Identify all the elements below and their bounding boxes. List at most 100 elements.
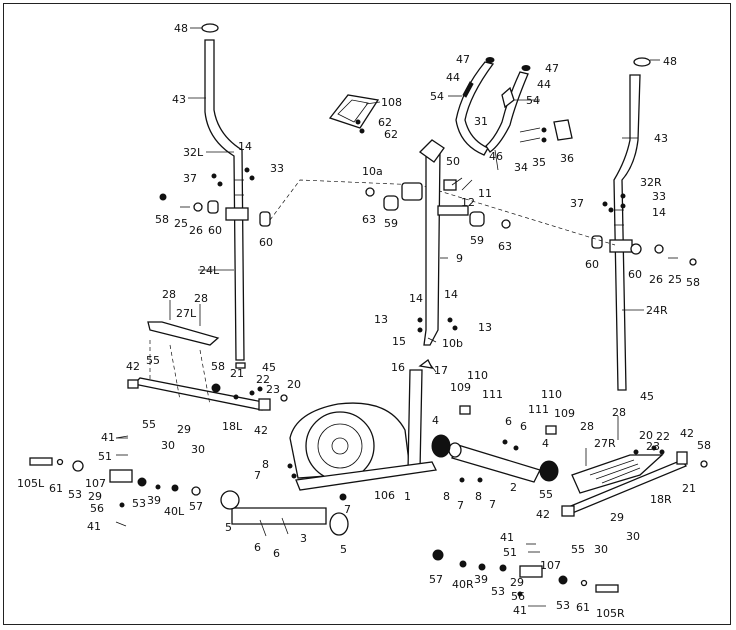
part-label: 105R xyxy=(596,607,625,620)
console xyxy=(328,94,380,134)
part-label: 47 xyxy=(456,53,470,66)
part-label: 58 xyxy=(211,360,225,373)
part-label: 43 xyxy=(654,132,668,145)
part-label: 6 xyxy=(505,415,512,428)
part-label: 41 xyxy=(513,604,527,617)
part-label: 14 xyxy=(444,288,458,301)
part-label: 53 xyxy=(491,585,505,598)
part-label: 110 xyxy=(467,369,488,382)
part-label: 29 xyxy=(177,423,191,436)
part-label: 28 xyxy=(580,420,594,433)
part-label: 23 xyxy=(646,440,660,453)
part-label: 55 xyxy=(146,354,160,367)
part-label: 6 xyxy=(254,541,261,554)
part-label: 7 xyxy=(489,498,496,511)
part-label: 56 xyxy=(511,590,525,603)
part-label: 59 xyxy=(384,217,398,230)
part-label: 61 xyxy=(576,601,590,614)
part-label: 20 xyxy=(639,429,653,442)
part-label: 41 xyxy=(101,431,115,444)
part-label: 4 xyxy=(542,437,549,450)
part-label: 29 xyxy=(510,576,524,589)
part-label: 62 xyxy=(378,116,392,129)
part-label: 41 xyxy=(500,531,514,544)
leader-lines xyxy=(116,27,660,439)
part-label: 27L xyxy=(176,307,197,320)
part-label: 6 xyxy=(520,420,527,433)
part-label: 21 xyxy=(682,482,696,495)
left-pedal-arm xyxy=(127,300,288,411)
part-label: 48 xyxy=(663,55,677,68)
part-label: 37 xyxy=(570,197,584,210)
part-label: 5 xyxy=(340,543,347,556)
part-label: 6 xyxy=(273,547,280,560)
part-label: 50 xyxy=(446,155,460,168)
part-label: 26 xyxy=(649,273,663,286)
part-label: 61 xyxy=(49,482,63,495)
part-label: 25 xyxy=(174,217,188,230)
part-label: 33 xyxy=(652,190,666,203)
part-label: 31 xyxy=(474,115,488,128)
part-label: 41 xyxy=(87,520,101,533)
part-label: 22 xyxy=(656,430,670,443)
part-label: 53 xyxy=(68,488,82,501)
part-label: 51 xyxy=(98,450,112,463)
part-label: 14 xyxy=(409,292,423,305)
part-label: 107 xyxy=(540,559,561,572)
part-label: 35 xyxy=(532,156,546,169)
part-label: 29 xyxy=(88,490,102,503)
part-label: 21 xyxy=(230,367,244,380)
part-label: 47 xyxy=(545,62,559,75)
part-label: 54 xyxy=(526,94,540,107)
stabilizers xyxy=(220,434,559,537)
part-label: 40R xyxy=(452,578,474,591)
part-label: 14 xyxy=(652,206,666,219)
part-label: 55 xyxy=(539,488,553,501)
part-label: 54 xyxy=(430,90,444,103)
part-label: 60 xyxy=(208,224,222,237)
part-label: 17 xyxy=(434,364,448,377)
part-label: 29 xyxy=(610,511,624,524)
part-label: 33 xyxy=(270,162,284,175)
right-arm xyxy=(591,57,697,391)
part-label: 48 xyxy=(174,22,188,35)
part-label: 53 xyxy=(556,599,570,612)
part-label: 18R xyxy=(650,493,672,506)
right-hardware xyxy=(432,543,619,607)
part-label: 55 xyxy=(571,543,585,556)
part-label: 16 xyxy=(391,361,405,374)
part-label: 12 xyxy=(461,196,475,209)
part-label: 51 xyxy=(503,546,517,559)
part-label: 3 xyxy=(300,532,307,545)
part-label: 7 xyxy=(457,499,464,512)
part-label: 24R xyxy=(646,304,668,317)
part-label: 62 xyxy=(384,128,398,141)
left-arm xyxy=(201,23,249,369)
part-label: 28 xyxy=(194,292,208,305)
part-label: 30 xyxy=(191,443,205,456)
part-label: 27R xyxy=(594,437,616,450)
part-labels: 48 43 32L 14 33 37 58 25 26 60 60 24L 45… xyxy=(17,22,711,620)
part-label: 36 xyxy=(560,152,574,165)
part-label: 18L xyxy=(222,420,243,433)
part-label: 44 xyxy=(446,71,460,84)
part-label: 30 xyxy=(626,530,640,543)
part-label: 30 xyxy=(161,439,175,452)
part-label: 25 xyxy=(668,273,682,286)
part-label: 20 xyxy=(287,378,301,391)
part-label: 11 xyxy=(478,187,492,200)
part-label: 30 xyxy=(594,543,608,556)
part-label: 1 xyxy=(404,490,411,503)
part-label: 28 xyxy=(162,288,176,301)
part-label: 42 xyxy=(254,424,268,437)
part-label: 55 xyxy=(142,418,156,431)
part-label: 8 xyxy=(443,490,450,503)
part-label: 59 xyxy=(470,234,484,247)
main-frame xyxy=(289,359,437,501)
part-label: 53 xyxy=(132,497,146,510)
frame-bolts xyxy=(287,363,557,483)
part-label: 109 xyxy=(450,381,471,394)
part-label: 7 xyxy=(344,503,351,516)
part-label: 107 xyxy=(85,477,106,490)
